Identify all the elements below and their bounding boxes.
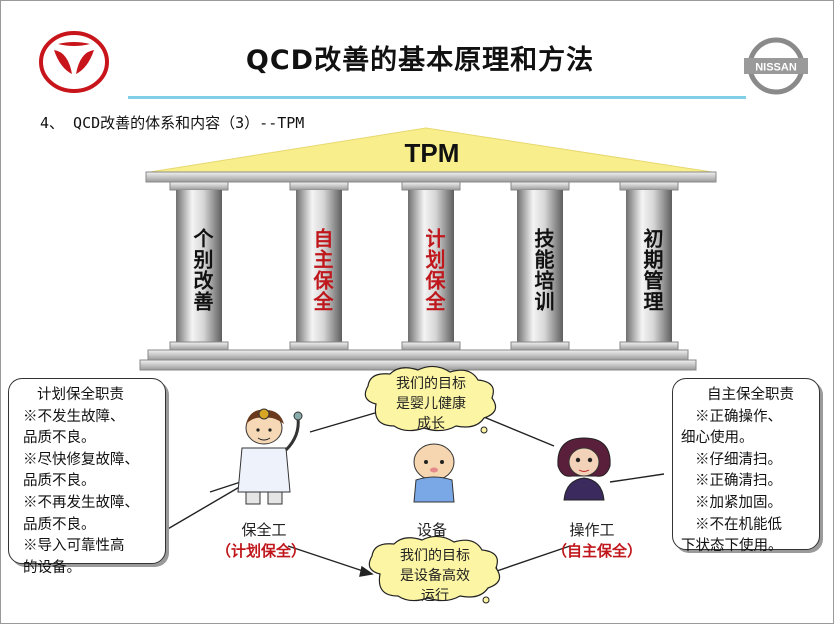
goal-top-line-1: 我们的目标 xyxy=(396,376,466,392)
pillar-label-4: 技能培训 xyxy=(531,228,555,312)
planned-line-3: ※尽快修复故障、 xyxy=(23,451,139,468)
title-divider xyxy=(128,96,746,99)
autonomous-maintenance-heading: 自主保全职责 xyxy=(707,387,794,403)
maintenance-worker-icon xyxy=(237,408,303,505)
operator-caption: 操作工 xyxy=(569,521,615,539)
planned-line-6: 品质不良。 xyxy=(23,516,96,533)
nissan-logo: NISSAN xyxy=(744,37,808,95)
planned-maintenance-box: 计划保全职责 ※不发生故障、 品质不良。 ※尽快修复故障、 品质不良。 ※不再发… xyxy=(8,378,166,576)
roof-beam xyxy=(145,171,717,183)
pillar-3 xyxy=(401,181,461,351)
autonomous-line-6: ※不在机能低 xyxy=(695,516,782,533)
goal-cloud-bottom-text: 我们的目标 是设备高效 运行 xyxy=(374,546,496,606)
autonomous-line-4: ※正确清扫。 xyxy=(695,473,782,490)
pillar-label-1: 个别改善 xyxy=(190,228,214,312)
pillar-2 xyxy=(289,181,349,351)
pillar-1 xyxy=(169,181,229,351)
goal-cloud-bottom xyxy=(368,535,501,604)
goal-cloud-top xyxy=(364,365,497,434)
goal-cloud-top-text: 我们的目标 是婴儿健康 成长 xyxy=(370,374,492,434)
page-title: QCD改善的基本原理和方法 xyxy=(245,45,595,76)
planned-line-4: 品质不良。 xyxy=(23,473,96,490)
nissan-logo-text: NISSAN xyxy=(755,62,797,74)
baby-equipment-icon xyxy=(413,443,455,503)
equipment-caption: 设备 xyxy=(416,521,447,539)
planned-line-1: ※不发生故障、 xyxy=(23,408,125,425)
autonomous-line-7: 下状态下使用。 xyxy=(681,538,783,555)
dongfeng-logo xyxy=(39,31,109,93)
foundation-top xyxy=(147,349,689,361)
pillar-label-5: 初期管理 xyxy=(640,228,664,312)
pillar-label-2: 自主保全 xyxy=(310,228,334,312)
planned-line-7: ※导入可靠性高 xyxy=(23,538,125,555)
planned-maintenance-heading: 计划保全职责 xyxy=(37,387,124,403)
pillar-label-3: 计划保全 xyxy=(422,228,446,312)
goal-top-line-2: 是婴儿健康 xyxy=(396,396,466,412)
planned-line-8: 的设备。 xyxy=(23,559,81,576)
planned-line-5: ※不再发生故障、 xyxy=(23,494,139,511)
planned-line-2: 品质不良。 xyxy=(23,430,96,447)
goal-bottom-line-2: 是设备高效 xyxy=(400,568,470,584)
pillar-4 xyxy=(510,181,570,351)
goal-top-line-3: 成长 xyxy=(417,416,445,432)
operator-icon xyxy=(557,437,611,501)
pillar-5 xyxy=(619,181,679,351)
section-subtitle: 4、 QCD改善的体系和内容（3）--TPM xyxy=(40,114,305,132)
autonomous-line-5: ※加紧加固。 xyxy=(695,494,782,511)
maintenance-worker-caption: 保全工 xyxy=(241,521,287,539)
autonomous-line-3: ※仔细清扫。 xyxy=(695,451,782,468)
goal-bottom-line-3: 运行 xyxy=(421,588,449,604)
maintenance-worker-tag: （计划保全） xyxy=(215,542,306,560)
goal-bottom-line-1: 我们的目标 xyxy=(400,548,470,564)
roof-label: TPM xyxy=(404,138,460,168)
autonomous-maintenance-box: 自主保全职责 ※正确操作、 细心使用。 ※仔细清扫。 ※正确清扫。 ※加紧加固。… xyxy=(672,378,820,554)
operator-tag: （自主保全） xyxy=(551,542,642,560)
autonomous-line-2: 细心使用。 xyxy=(681,430,754,447)
autonomous-line-1: ※正确操作、 xyxy=(695,408,782,425)
